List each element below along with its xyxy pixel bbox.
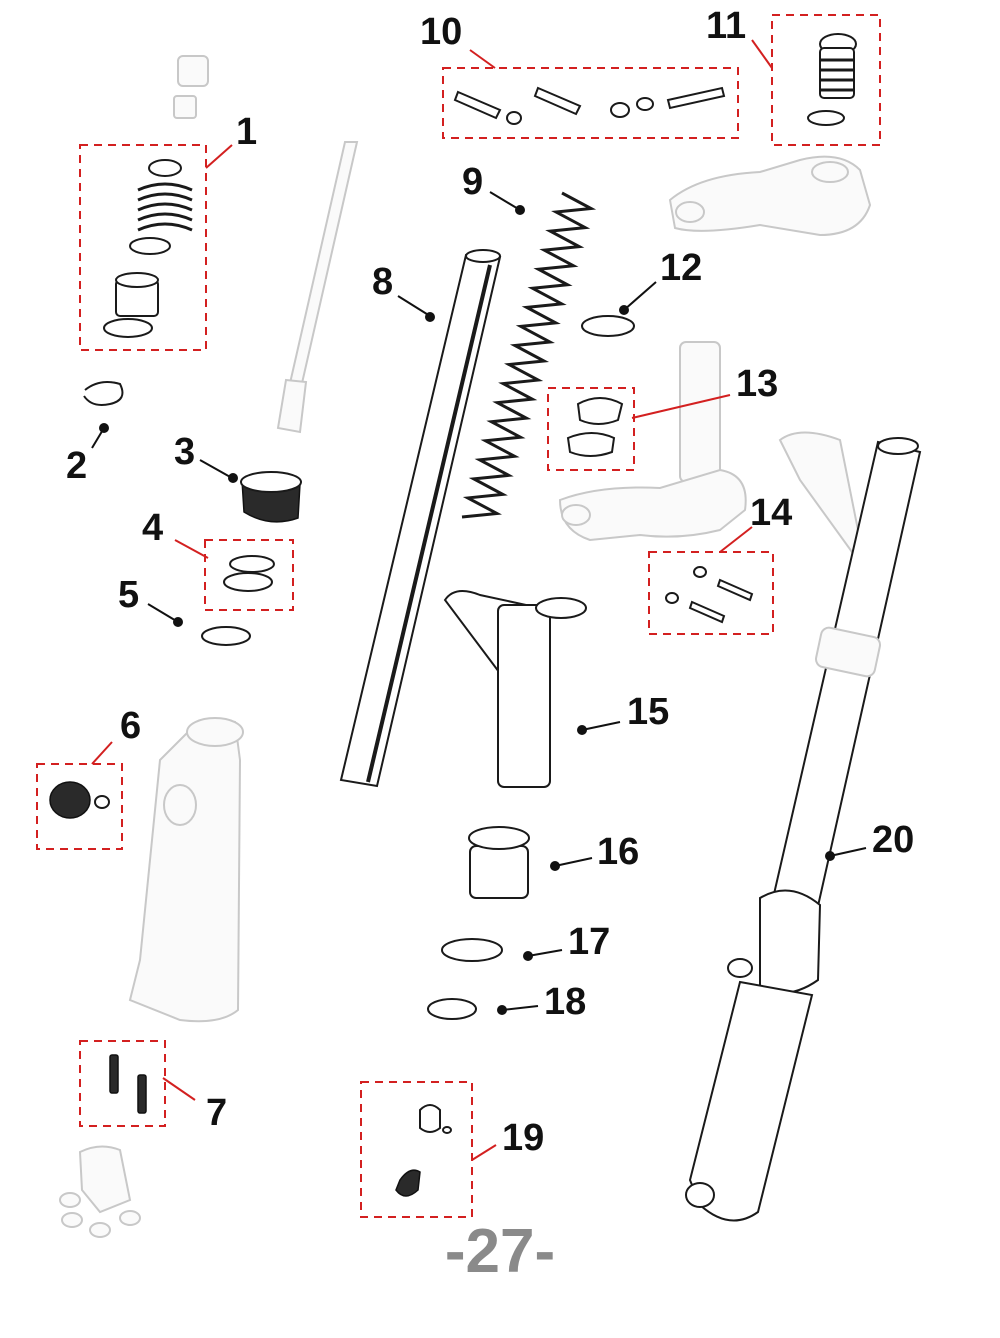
ghost-top-nut	[173, 55, 209, 119]
part-1-spring-bush-kit	[103, 159, 193, 338]
callout-9: 9	[462, 161, 483, 203]
part-3-bush	[240, 471, 302, 523]
part-16-sleeve	[468, 826, 530, 899]
callout-7: 7	[206, 1092, 227, 1134]
ghost-top-yoke	[668, 155, 872, 237]
callout-20: 20	[872, 819, 914, 861]
callout-14: 14	[750, 492, 792, 534]
callout-15: 15	[627, 691, 669, 733]
part-15-shroud	[443, 590, 587, 788]
box-1	[79, 144, 207, 351]
box-7	[79, 1040, 166, 1127]
part-18-washer	[427, 998, 477, 1020]
part-4-seals	[223, 555, 275, 592]
ghost-lower-slider	[128, 717, 244, 1023]
box-13	[547, 387, 635, 471]
callout-4: 4	[142, 507, 163, 549]
part-10-bolts-nuts	[453, 86, 726, 125]
box-4	[204, 539, 294, 611]
ghost-damper-rod	[276, 141, 359, 434]
callout-13: 13	[736, 363, 778, 405]
box-19	[360, 1081, 473, 1218]
leader-lines	[91, 39, 867, 1161]
callout-18: 18	[544, 981, 586, 1023]
part-11-top-nut-washer	[807, 33, 857, 126]
callout-boxes	[36, 14, 881, 1218]
box-6	[36, 763, 123, 850]
part-20-fork-leg	[685, 437, 922, 1222]
part-2-circlip	[83, 381, 124, 406]
callout-6: 6	[120, 705, 141, 747]
part-6-cap-nut	[49, 781, 110, 819]
part-9-fork-spring	[461, 191, 597, 519]
callout-2: 2	[66, 445, 87, 487]
part-19-bleed-screw	[395, 1104, 452, 1197]
part-14-pinch-bolts	[665, 566, 754, 624]
part-8-stanchion	[339, 249, 502, 788]
callout-5: 5	[118, 574, 139, 616]
callout-numbers: 1 2 3 4 5 6 7 8 9 10 11 12 13 14 15 16 1…	[66, 5, 914, 1159]
callout-10: 10	[420, 11, 462, 53]
part-12-washer	[581, 315, 635, 337]
page-number: -27-	[445, 1217, 555, 1286]
box-10	[442, 67, 739, 139]
callout-8: 8	[372, 261, 393, 303]
ghost-bottom-yoke	[558, 341, 747, 542]
callout-17: 17	[568, 921, 610, 963]
callout-16: 16	[597, 831, 639, 873]
ghost-clamp-hardware	[59, 1145, 141, 1238]
callout-3: 3	[174, 431, 195, 473]
callout-12: 12	[660, 247, 702, 289]
ghost-parts	[59, 55, 872, 1238]
part-13-dust-caps	[566, 397, 624, 457]
box-14	[648, 551, 774, 635]
part-7-studs	[109, 1054, 147, 1114]
part-5-washer	[201, 626, 251, 646]
callout-19: 19	[502, 1117, 544, 1159]
part-17-seal	[441, 938, 503, 962]
callout-1: 1	[236, 111, 257, 153]
callout-11: 11	[706, 5, 746, 47]
box-11	[771, 14, 881, 146]
